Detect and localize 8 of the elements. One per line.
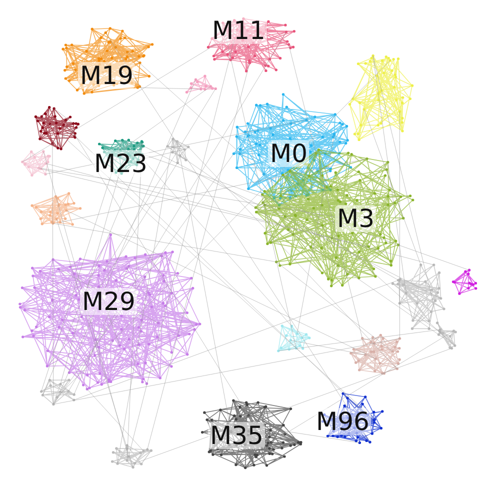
module-label: M29	[80, 288, 138, 315]
module-label: M3	[335, 205, 376, 232]
module-label: M23	[92, 150, 150, 177]
module-label: M11	[210, 17, 268, 44]
module-label: M0	[268, 140, 310, 167]
module-label: M35	[208, 422, 266, 449]
module-label: M96	[314, 408, 372, 435]
module-label: M19	[78, 62, 136, 89]
